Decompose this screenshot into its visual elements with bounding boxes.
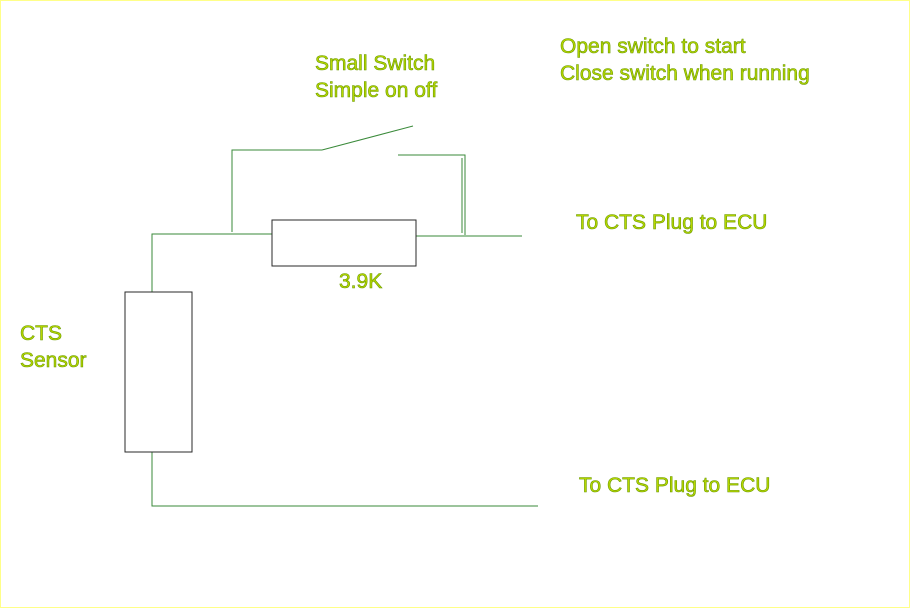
sensor-top-wire	[151, 233, 272, 292]
resistor-value-label: 3.9K	[339, 270, 383, 294]
switch-lever	[321, 125, 414, 151]
resistor	[271, 219, 417, 267]
instructions-text: Open switch to start Close switch when r…	[560, 33, 810, 87]
switch-left-wire	[231, 149, 322, 232]
cts-sensor	[124, 291, 193, 453]
sensor-label-line-2: Sensor	[20, 349, 87, 373]
switch-right-wire	[398, 154, 466, 235]
output-top-label: To CTS Plug to ECU	[576, 211, 768, 235]
switch-label-line-1: Small Switch	[315, 52, 436, 76]
switch-label: Small Switch Simple on off	[315, 50, 438, 104]
sensor-bottom-wire	[151, 452, 538, 507]
output-bottom-label: To CTS Plug to ECU	[579, 474, 771, 498]
switch-label-line-2: Simple on off	[315, 79, 438, 103]
sensor-label: CTS Sensor	[20, 320, 87, 374]
sensor-label-line-1: CTS	[20, 322, 63, 346]
instructions-line-1: Open switch to start	[560, 35, 746, 59]
instructions-line-2: Close switch when running	[560, 62, 810, 86]
